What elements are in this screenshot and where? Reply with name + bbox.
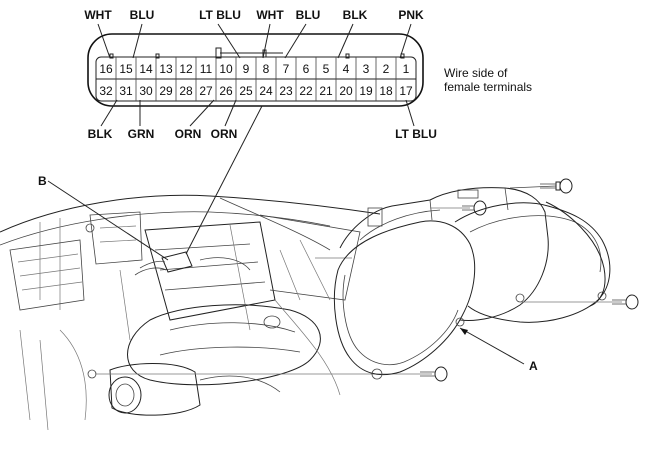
connector-leader-line — [185, 105, 263, 255]
pin-13: 13 — [159, 62, 173, 76]
pin-5: 5 — [323, 62, 330, 76]
pin-15: 15 — [119, 62, 133, 76]
pin-24: 24 — [259, 84, 273, 98]
pin-18: 18 — [379, 84, 393, 98]
gauge-assembly — [333, 178, 639, 382]
wire-labels-bottom: BLK GRN ORN ORN LT BLU — [88, 127, 437, 141]
pin-12: 12 — [179, 62, 193, 76]
pin-14: 14 — [139, 62, 153, 76]
wire-labels-top: WHT BLU LT BLU WHT BLU BLK PNK — [84, 8, 424, 22]
pin-22: 22 — [299, 84, 313, 98]
screw-top-right — [509, 178, 573, 194]
pin-8: 8 — [263, 62, 270, 76]
wire-label-pin9: LT BLU — [199, 8, 241, 22]
pin-17: 17 — [399, 84, 413, 98]
callout-a: A — [459, 327, 538, 373]
wire-label-pin32: BLK — [88, 127, 113, 141]
pin-3: 3 — [363, 62, 370, 76]
wire-label-pin26: ORN — [211, 127, 238, 141]
screw-upper — [430, 200, 487, 216]
pin-9: 9 — [243, 62, 250, 76]
callout-b: B — [38, 174, 169, 261]
pin-6: 6 — [303, 62, 310, 76]
pin-27: 27 — [199, 84, 213, 98]
wire-label-pin7: BLU — [296, 8, 321, 22]
pin-16: 16 — [99, 62, 113, 76]
pin-21: 21 — [319, 84, 333, 98]
pin-32: 32 — [99, 84, 113, 98]
wire-label-pin4: BLK — [343, 8, 368, 22]
callout-a-label: A — [529, 359, 538, 373]
connector-bottom-row: 32 31 30 29 28 27 26 25 24 23 22 21 20 19 18 17 — [99, 84, 413, 98]
pin-26: 26 — [219, 84, 233, 98]
wire-label-pin16: WHT — [84, 8, 112, 22]
dashboard-illustration — [0, 194, 432, 431]
wire-label-pin27: ORN — [175, 127, 202, 141]
pin-20: 20 — [339, 84, 353, 98]
pin-30: 30 — [139, 84, 153, 98]
wire-label-pin15: BLU — [130, 8, 155, 22]
pin-29: 29 — [159, 84, 173, 98]
wire-label-pin1: PNK — [398, 8, 424, 22]
screw-right — [520, 294, 639, 310]
callout-b-label: B — [38, 174, 47, 188]
pin-4: 4 — [343, 62, 350, 76]
wire-label-pin8: WHT — [256, 8, 284, 22]
pin-25: 25 — [239, 84, 253, 98]
wire-label-pin17: LT BLU — [395, 127, 437, 141]
pin-1: 1 — [403, 62, 410, 76]
pin-19: 19 — [359, 84, 373, 98]
connector-face — [87, 33, 424, 107]
pin-7: 7 — [283, 62, 290, 76]
wire-label-pin31: GRN — [128, 127, 155, 141]
screw-bottom — [420, 366, 448, 382]
connector-note-line1: Wire side of — [444, 66, 508, 80]
pin-28: 28 — [179, 84, 193, 98]
wire-label-leaders-top — [97, 23, 412, 59]
wire-label-leaders-bottom — [100, 99, 415, 127]
pin-23: 23 — [279, 84, 293, 98]
pin-2: 2 — [383, 62, 390, 76]
connector-note-line2: female terminals — [444, 80, 532, 94]
pin-10: 10 — [219, 62, 233, 76]
pin-31: 31 — [119, 84, 133, 98]
pin-11: 11 — [200, 62, 213, 76]
